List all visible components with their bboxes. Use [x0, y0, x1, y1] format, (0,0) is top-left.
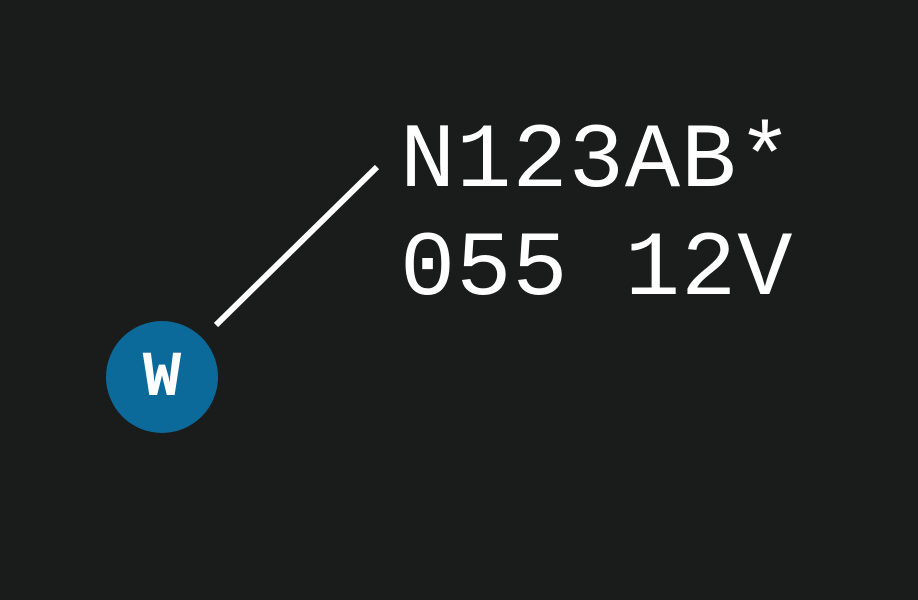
leader-line-segment — [213, 164, 380, 328]
datablock-callsign[interactable]: N123AB* — [400, 109, 794, 214]
aircraft-target-symbol[interactable]: W — [106, 321, 218, 433]
target-symbol-letter: W — [142, 343, 182, 415]
datablock-altitude-speed: 055 12V — [400, 217, 794, 322]
